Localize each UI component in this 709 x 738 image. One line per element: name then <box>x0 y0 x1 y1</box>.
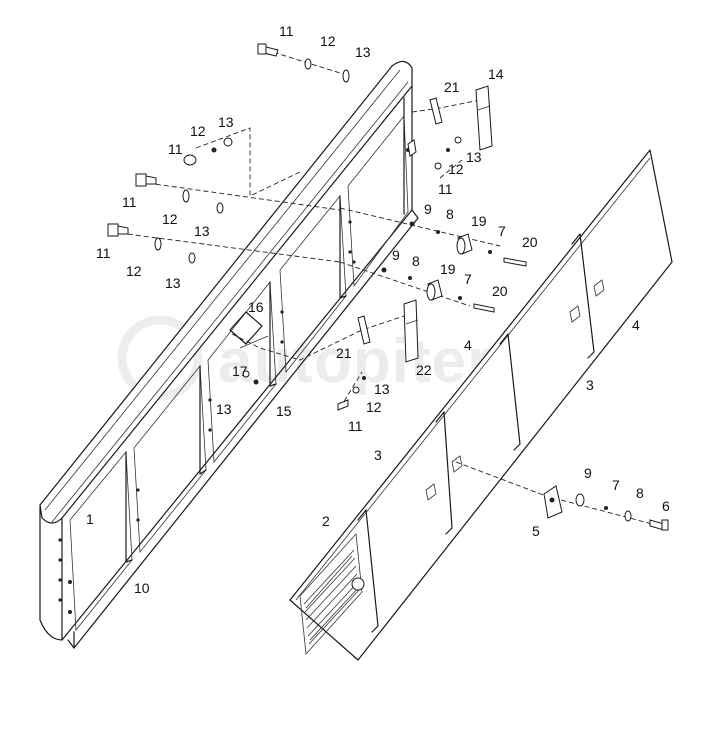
callout-9: 9 <box>584 465 592 481</box>
callout-9: 9 <box>392 247 400 263</box>
fasteners <box>107 43 669 531</box>
callout-14: 14 <box>488 66 504 82</box>
callout-8: 8 <box>412 253 420 269</box>
callout-11: 11 <box>438 181 453 197</box>
callout-12: 12 <box>190 123 206 139</box>
main-frame <box>39 60 419 649</box>
callout-3: 3 <box>586 377 594 393</box>
callouts: 11 12 13 21 14 13 12 11 13 12 11 11 12 1… <box>86 23 670 596</box>
side-panels <box>289 149 673 661</box>
callout-11: 11 <box>122 194 137 210</box>
callout-21: 21 <box>444 79 460 95</box>
callout-12: 12 <box>448 161 464 177</box>
callout-11: 11 <box>168 141 183 157</box>
callout-20: 20 <box>492 283 508 299</box>
callout-13: 13 <box>216 401 232 417</box>
callout-6: 6 <box>662 498 670 514</box>
callout-19: 19 <box>471 213 487 229</box>
callout-1: 1 <box>86 511 94 527</box>
callout-12: 12 <box>320 33 336 49</box>
callout-8: 8 <box>636 485 644 501</box>
callout-20: 20 <box>522 234 538 250</box>
callout-11: 11 <box>279 23 294 39</box>
callout-7: 7 <box>464 271 472 287</box>
callout-13: 13 <box>355 44 371 60</box>
callout-8: 8 <box>446 206 454 222</box>
callout-11: 11 <box>348 418 363 434</box>
callout-13: 13 <box>165 275 181 291</box>
callout-9: 9 <box>424 201 432 217</box>
callout-7: 7 <box>498 223 506 239</box>
callout-10: 10 <box>134 580 150 596</box>
callout-13: 13 <box>218 114 234 130</box>
callout-11: 11 <box>96 245 111 261</box>
callout-12: 12 <box>126 263 142 279</box>
callout-16: 16 <box>248 299 264 315</box>
callout-21: 21 <box>336 345 352 361</box>
callout-19: 19 <box>440 261 456 277</box>
callout-12: 12 <box>366 399 382 415</box>
callout-2: 2 <box>322 513 330 529</box>
callout-12: 12 <box>162 211 178 227</box>
callout-13: 13 <box>466 149 482 165</box>
callout-22: 22 <box>416 362 432 378</box>
callout-15: 15 <box>276 403 292 419</box>
callout-4: 4 <box>464 337 472 353</box>
callout-7: 7 <box>612 477 620 493</box>
callout-4: 4 <box>632 317 640 333</box>
callout-13: 13 <box>374 381 390 397</box>
callout-3: 3 <box>374 447 382 463</box>
callout-17: 17 <box>232 363 248 379</box>
callout-13: 13 <box>194 223 210 239</box>
callout-5: 5 <box>532 523 540 539</box>
